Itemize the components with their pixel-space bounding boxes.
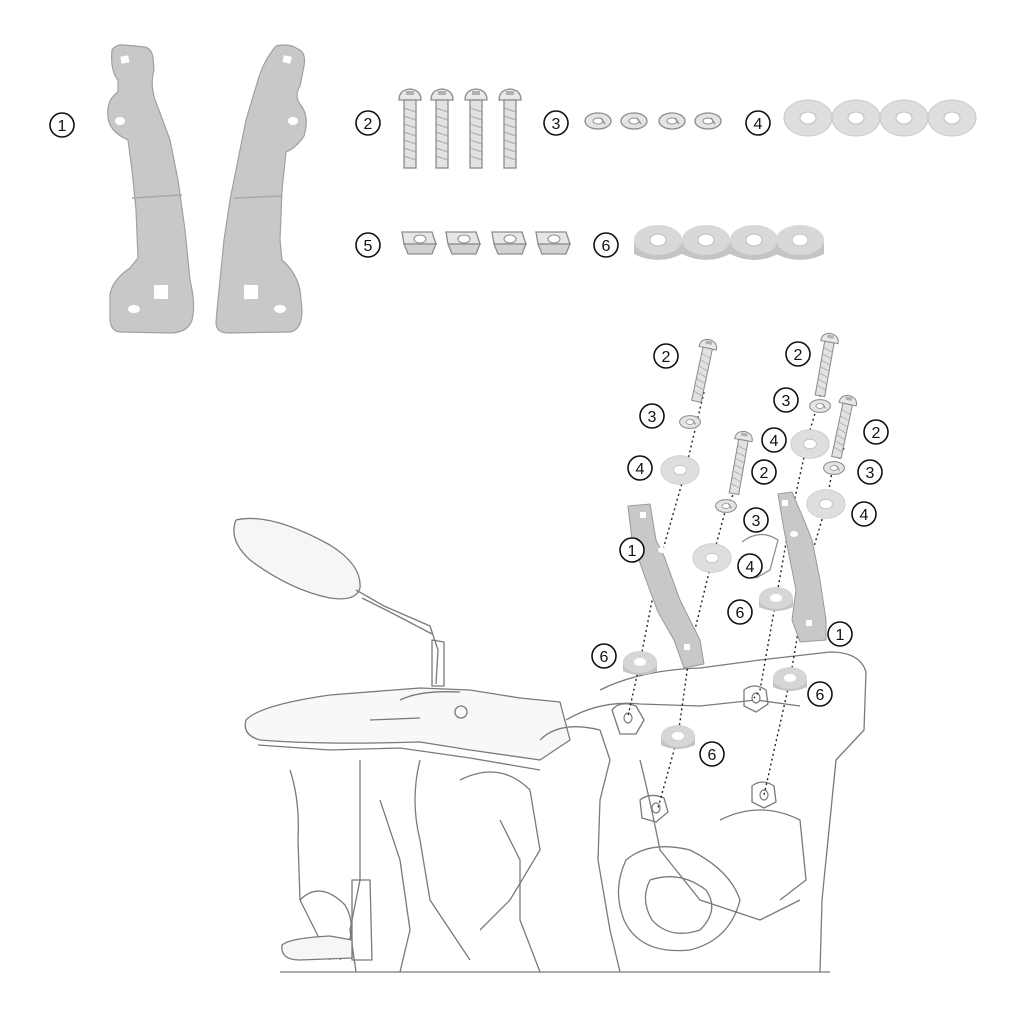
callout-left-bolt: 2	[653, 343, 679, 369]
callout-legend-2: 2	[355, 110, 381, 136]
callout-text: 4	[860, 507, 869, 524]
callout-center-bolt: 2	[751, 459, 777, 485]
callout-legend-5: 5	[355, 232, 381, 258]
callout-text: 3	[552, 116, 561, 133]
callout-left-spacer: 6	[591, 643, 617, 669]
callout-text: 3	[648, 409, 657, 426]
legend-flat-washers	[783, 99, 977, 137]
callout-right-lock-washer-front: 3	[857, 459, 883, 485]
callout-text: 1	[58, 118, 67, 135]
callout-text: 2	[794, 347, 803, 364]
callout-center-flat-washer: 4	[737, 553, 763, 579]
callout-center-spacer-lower: 6	[699, 741, 725, 767]
fairing-mount-holes	[623, 692, 769, 814]
callout-center-spacer-upper: 6	[727, 599, 753, 625]
legend-lock-washers	[584, 112, 722, 130]
callout-text: 4	[770, 433, 779, 450]
callout-text: 5	[364, 238, 373, 255]
callout-text: 1	[836, 627, 845, 644]
legend-spacers	[633, 224, 825, 261]
callout-text: 4	[636, 461, 645, 478]
callout-legend-3: 3	[543, 110, 569, 136]
bracket-right-assembly	[777, 491, 827, 643]
callout-text: 6	[736, 605, 745, 622]
callout-text: 3	[782, 393, 791, 410]
callout-text: 1	[628, 543, 637, 560]
callout-right-spacer: 6	[807, 681, 833, 707]
callout-right-bolt-rear: 2	[785, 341, 811, 367]
motorcycle-outline	[233, 517, 867, 973]
callout-right-flat-washer-rear: 4	[761, 427, 787, 453]
callout-text: 6	[600, 649, 609, 666]
callout-text: 2	[662, 349, 671, 366]
assembly-flat-washers	[660, 429, 846, 573]
bracket-left-part	[107, 44, 195, 334]
callout-left-lock-washer: 3	[639, 403, 665, 429]
callout-left-flat-washer: 4	[627, 455, 653, 481]
callout-right-flat-washer-front: 4	[851, 501, 877, 527]
callout-legend-6: 6	[593, 232, 619, 258]
callout-legend-1: 1	[49, 112, 75, 138]
callout-left-bracket: 1	[619, 537, 645, 563]
callout-text: 3	[752, 513, 761, 530]
callout-text: 4	[746, 559, 755, 576]
callout-right-bracket: 1	[827, 621, 853, 647]
legend-clip-nuts	[401, 231, 571, 255]
callout-legend-4: 4	[745, 110, 771, 136]
callout-text: 6	[708, 747, 717, 764]
callout-right-lock-washer-rear: 3	[773, 387, 799, 413]
callout-text: 4	[754, 116, 763, 133]
bracket-left-assembly	[627, 503, 705, 669]
bracket-right-part	[215, 44, 307, 334]
callout-text: 6	[816, 687, 825, 704]
callout-text: 6	[602, 238, 611, 255]
callout-text: 2	[364, 116, 373, 133]
wire-loop	[741, 533, 779, 579]
legend-bolts	[398, 88, 522, 169]
callout-text: 2	[760, 465, 769, 482]
callout-text: 3	[866, 465, 875, 482]
callout-center-lock-washer: 3	[743, 507, 769, 533]
callout-text: 2	[872, 425, 881, 442]
callout-right-bolt-front: 2	[863, 419, 889, 445]
